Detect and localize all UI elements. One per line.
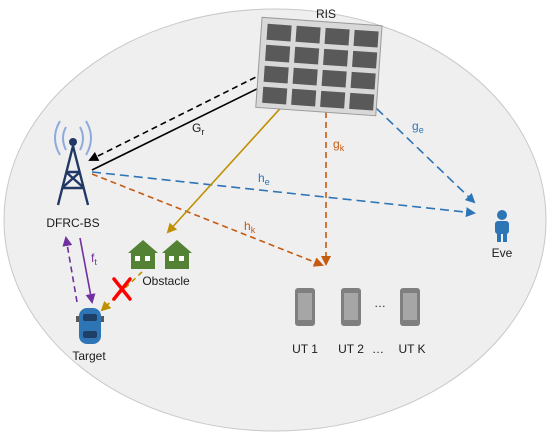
ris-label: RIS bbox=[316, 7, 336, 21]
ris-element bbox=[265, 44, 291, 63]
ut-dots: … bbox=[372, 342, 384, 356]
channel-gk-label: gk bbox=[333, 137, 345, 153]
channel-gr-label: Gr bbox=[192, 121, 204, 137]
cell-tower-icon bbox=[54, 120, 92, 206]
car-icon bbox=[76, 308, 104, 344]
link-target-to-bs bbox=[62, 236, 78, 303]
link-bs-to-target bbox=[79, 237, 96, 304]
link-bs-to-eve bbox=[91, 171, 476, 218]
obstacle-label: Obstacle bbox=[142, 274, 190, 288]
ris-element bbox=[353, 29, 379, 48]
ris-element bbox=[352, 50, 378, 69]
ris-element bbox=[324, 27, 350, 46]
smartphone-icon bbox=[341, 288, 361, 326]
ris-element bbox=[263, 65, 289, 84]
house-icon bbox=[162, 240, 192, 269]
ut2-label: UT 2 bbox=[338, 342, 364, 356]
ris-element bbox=[323, 48, 349, 67]
ut-dots-top: … bbox=[374, 296, 386, 310]
ris-element bbox=[349, 92, 375, 111]
smartphone-icon bbox=[295, 288, 315, 326]
smartphone-icon bbox=[400, 288, 420, 326]
ris-element bbox=[321, 69, 347, 88]
ut1-label: UT 1 bbox=[292, 342, 318, 356]
ris-element bbox=[262, 86, 288, 105]
channel-ge-label: ge bbox=[412, 119, 424, 135]
utk-label: UT K bbox=[398, 342, 425, 356]
channel-ft-label: ft bbox=[91, 251, 97, 267]
ris-element bbox=[292, 67, 318, 86]
ris-element bbox=[350, 71, 376, 90]
ris-element bbox=[320, 90, 346, 109]
cross-icon bbox=[112, 277, 132, 301]
ris-panel-icon bbox=[255, 16, 383, 117]
channel-hk-label: hk bbox=[244, 219, 256, 235]
link-bs-to-uts bbox=[91, 173, 324, 267]
bs-label: DFRC-BS bbox=[46, 216, 99, 230]
channel-he-label: he bbox=[258, 171, 270, 187]
ris-element bbox=[291, 88, 317, 107]
ris-element bbox=[295, 25, 321, 44]
target-label: Target bbox=[72, 349, 106, 363]
ris-element bbox=[294, 46, 320, 65]
house-icon bbox=[128, 240, 158, 269]
ris-element bbox=[266, 23, 292, 42]
eve-label: Eve bbox=[492, 246, 513, 260]
person-icon bbox=[495, 210, 509, 242]
